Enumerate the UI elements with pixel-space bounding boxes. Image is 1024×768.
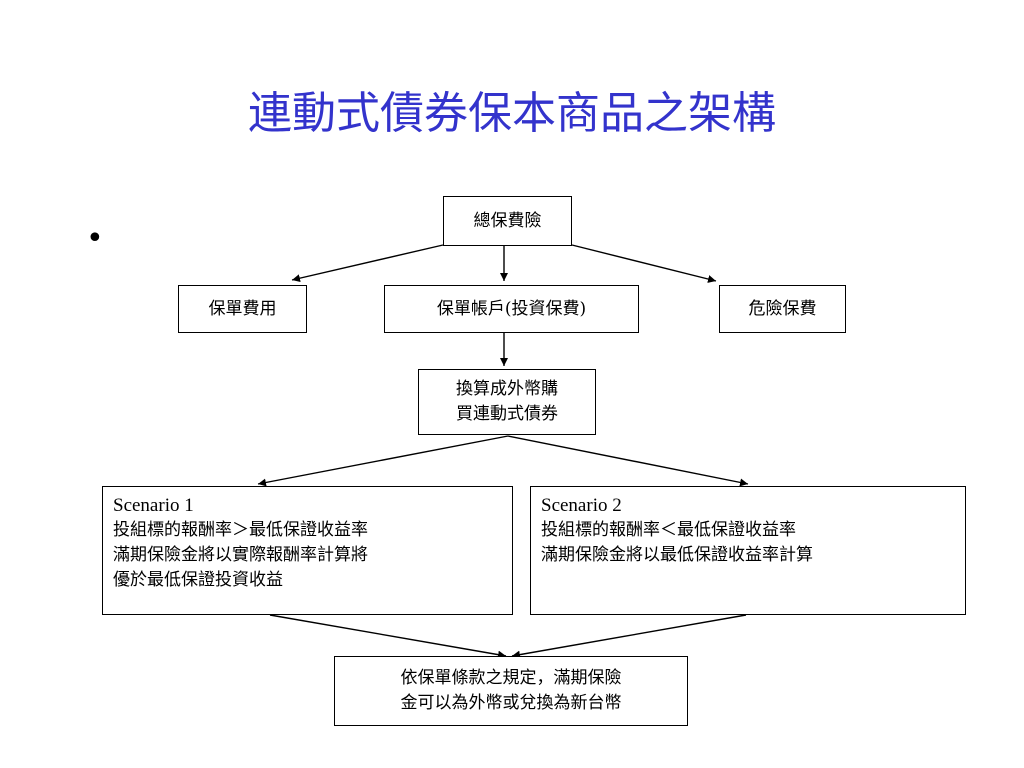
arrow-convert-to-scenario1 <box>257 435 509 487</box>
scenario-2-line2: 滿期保險金將以最低保證收益率計算 <box>541 545 813 565</box>
arrow-total-to-policy-fee <box>291 244 444 283</box>
node-risk-premium: 危險保費 <box>719 285 846 333</box>
node-policy-account-label: 保單帳戶(投資保費) <box>436 298 587 319</box>
arrow-scenario1-to-result <box>269 614 507 659</box>
node-scenario-1: Scenario 1 投組標的報酬率＞最低保證收益率 滿期保險金將以實際報酬率計… <box>102 486 513 615</box>
arrow-convert-to-scenario2 <box>507 435 749 487</box>
node-policy-fee-label: 保單費用 <box>208 298 277 319</box>
scenario-2-line1: 投組標的報酬率＜最低保證收益率 <box>541 520 796 540</box>
node-result-line2: 金可以為外幣或兌換為新台幣 <box>400 693 622 713</box>
node-policy-account: 保單帳戶(投資保費) <box>384 285 639 333</box>
node-maturity-result: 依保單條款之規定，滿期保險 金可以為外幣或兌換為新台幣 <box>334 656 688 726</box>
arrow-scenario2-to-result <box>511 614 747 659</box>
node-total-premium: 總保費險 <box>443 196 572 246</box>
scenario-1-line3: 優於最低保證投資收益 <box>113 570 283 590</box>
scenario-1-line2: 滿期保險金將以實際報酬率計算將 <box>113 545 368 565</box>
node-result-line1: 依保單條款之規定，滿期保險 <box>400 668 622 688</box>
node-policy-fee: 保單費用 <box>178 285 307 333</box>
scenario-2-title: Scenario 2 <box>541 495 622 516</box>
page-title: 連動式債券保本商品之架構 <box>248 88 776 139</box>
node-convert-line1: 換算成外幣購 <box>456 379 558 399</box>
node-convert-currency: 換算成外幣購 買連動式債券 <box>418 369 596 435</box>
node-convert-line2: 買連動式債券 <box>456 404 558 424</box>
node-risk-premium-label: 危險保費 <box>748 298 817 319</box>
node-scenario-2: Scenario 2 投組標的報酬率＜最低保證收益率 滿期保險金將以最低保證收益… <box>530 486 966 615</box>
scenario-1-title: Scenario 1 <box>113 495 194 516</box>
scenario-1-line1: 投組標的報酬率＞最低保證收益率 <box>113 520 368 540</box>
node-total-premium-label: 總保費險 <box>473 210 542 231</box>
arrow-total-to-risk <box>571 244 717 283</box>
bullet-point: • <box>86 221 104 256</box>
